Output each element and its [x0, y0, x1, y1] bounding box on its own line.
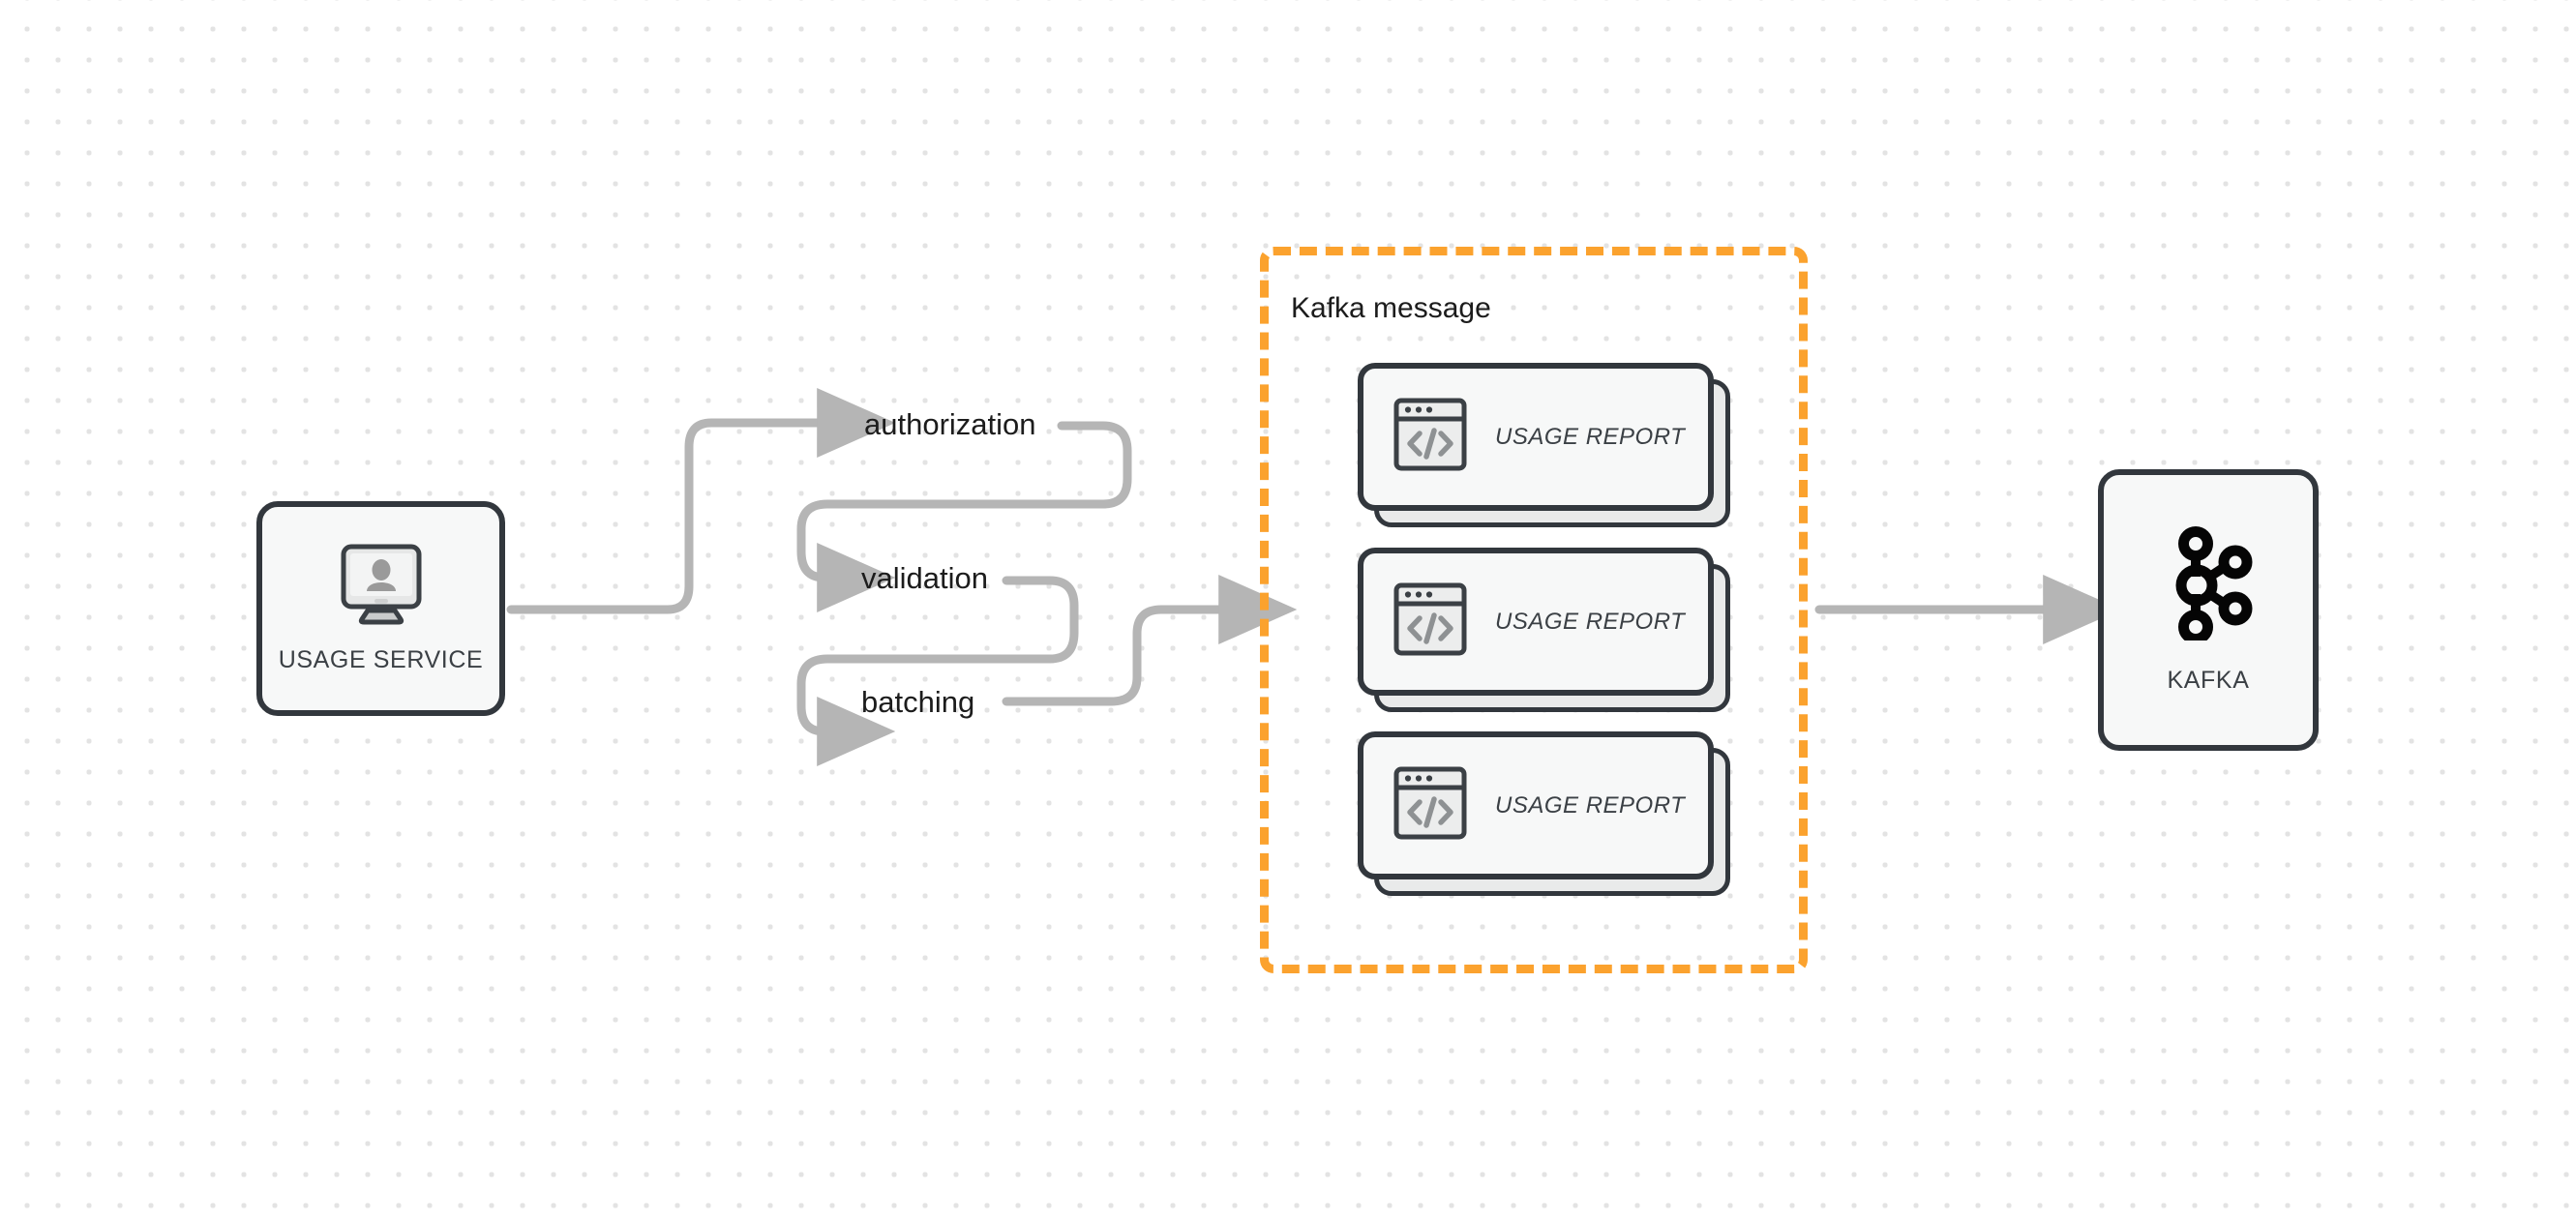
usage-report-card[interactable]: USAGE REPORT	[1358, 731, 1730, 896]
card-face: USAGE REPORT	[1358, 731, 1714, 879]
kafka-logo-icon	[2160, 525, 2257, 645]
usage-report-card[interactable]: USAGE REPORT	[1358, 548, 1730, 712]
usage-report-label: USAGE REPORT	[1495, 791, 1686, 819]
connector-usage-service-to-authorization	[506, 388, 896, 614]
connector-batching-to-kafka-message	[1002, 575, 1298, 706]
group-title-kafka-message: Kafka message	[1291, 292, 1491, 324]
code-window-icon	[1393, 582, 1467, 661]
node-label-usage-service: USAGE SERVICE	[278, 646, 484, 673]
card-face: USAGE REPORT	[1358, 548, 1714, 696]
connector-authorization-to-validation	[796, 421, 1132, 612]
stage-label-authorization: authorization	[864, 407, 1036, 441]
group-kafka-message	[1260, 247, 1808, 973]
node-label-kafka: KAFKA	[2167, 666, 2250, 694]
monitor-user-icon	[335, 543, 428, 631]
node-usage-service[interactable]: USAGE SERVICE	[256, 501, 505, 716]
usage-report-card[interactable]: USAGE REPORT	[1358, 363, 1730, 527]
stage-label-batching: batching	[861, 685, 975, 719]
usage-report-label: USAGE REPORT	[1495, 608, 1686, 635]
code-window-icon	[1393, 766, 1467, 845]
stage-label-validation: validation	[861, 561, 988, 595]
node-kafka[interactable]: KAFKA	[2098, 469, 2319, 751]
code-window-icon	[1393, 398, 1467, 476]
usage-report-label: USAGE REPORT	[1495, 423, 1686, 450]
card-face: USAGE REPORT	[1358, 363, 1714, 511]
